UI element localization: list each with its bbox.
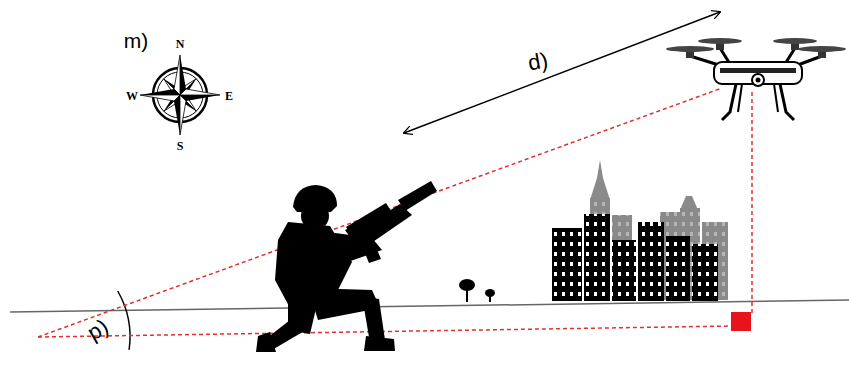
city-skyline (552, 160, 728, 301)
compass-letter: W (126, 90, 138, 102)
distance-label: d) (526, 49, 549, 74)
compass-rose (140, 55, 220, 135)
angle-label: p) (84, 316, 112, 345)
ground-line (10, 300, 849, 312)
distance-arrow (404, 12, 720, 133)
trees (459, 279, 495, 302)
compass-letter: E (225, 90, 233, 102)
sight-lines (38, 88, 752, 337)
drone (666, 38, 846, 120)
right-angle-marker (731, 312, 751, 331)
compass-letter: N (176, 38, 185, 50)
compass-letter: S (177, 140, 184, 152)
soldier-silhouette (256, 181, 437, 352)
angle-arc (118, 291, 130, 350)
figure-label: m) (124, 30, 149, 51)
